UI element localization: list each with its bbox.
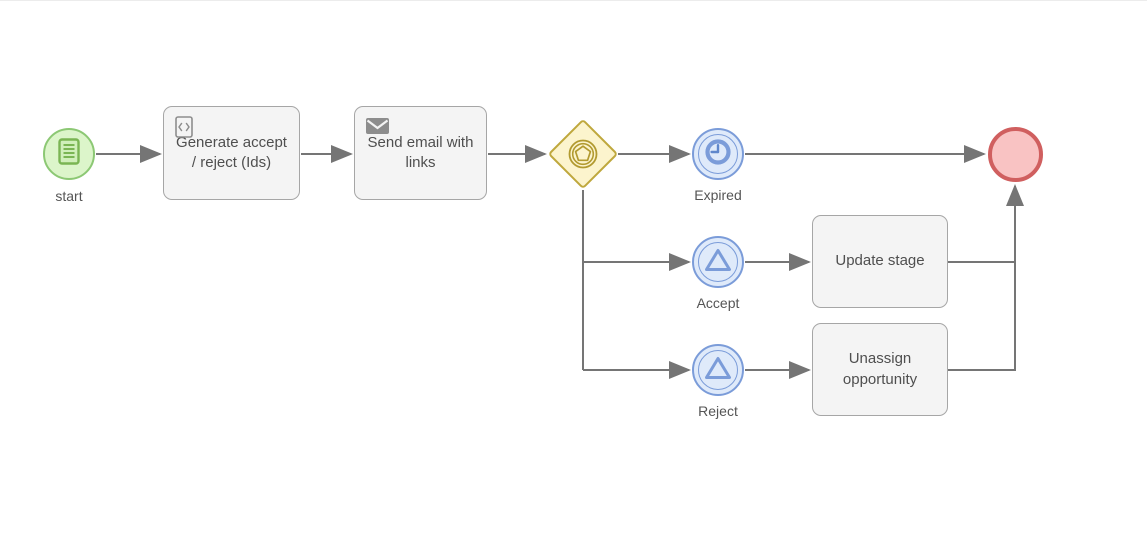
flow-unassign-to-end: [948, 184, 1024, 371]
start-event[interactable]: [43, 128, 95, 180]
script-icon: [175, 116, 193, 143]
end-event[interactable]: [988, 127, 1043, 182]
task-label: Unassign opportunity: [842, 350, 918, 388]
note-icon: [55, 137, 83, 172]
inner-ring: [697, 133, 738, 174]
inner-ring: [697, 349, 738, 390]
event-reject-signal[interactable]: [692, 344, 744, 396]
task-unassign-opportunity[interactable]: Unassign opportunity: [812, 323, 948, 416]
task-label: Generate accept / reject (Ids): [176, 133, 287, 171]
event-accept-label: Accept: [696, 295, 740, 311]
event-gateway-icon: [565, 136, 601, 177]
task-generate-ids[interactable]: Generate accept / reject (Ids): [163, 106, 300, 200]
task-send-email[interactable]: Send email with links: [354, 106, 487, 200]
event-expired-timer[interactable]: [692, 128, 744, 180]
event-accept-signal[interactable]: [692, 236, 744, 288]
task-label: Send email with links: [367, 133, 474, 171]
inner-ring: [697, 241, 738, 282]
event-expired-label: Expired: [694, 187, 742, 203]
event-reject-label: Reject: [698, 403, 738, 419]
envelope-icon: [366, 118, 389, 139]
task-update-stage[interactable]: Update stage: [812, 215, 948, 308]
task-label: Update stage: [835, 252, 925, 270]
start-event-label: start: [55, 188, 83, 204]
